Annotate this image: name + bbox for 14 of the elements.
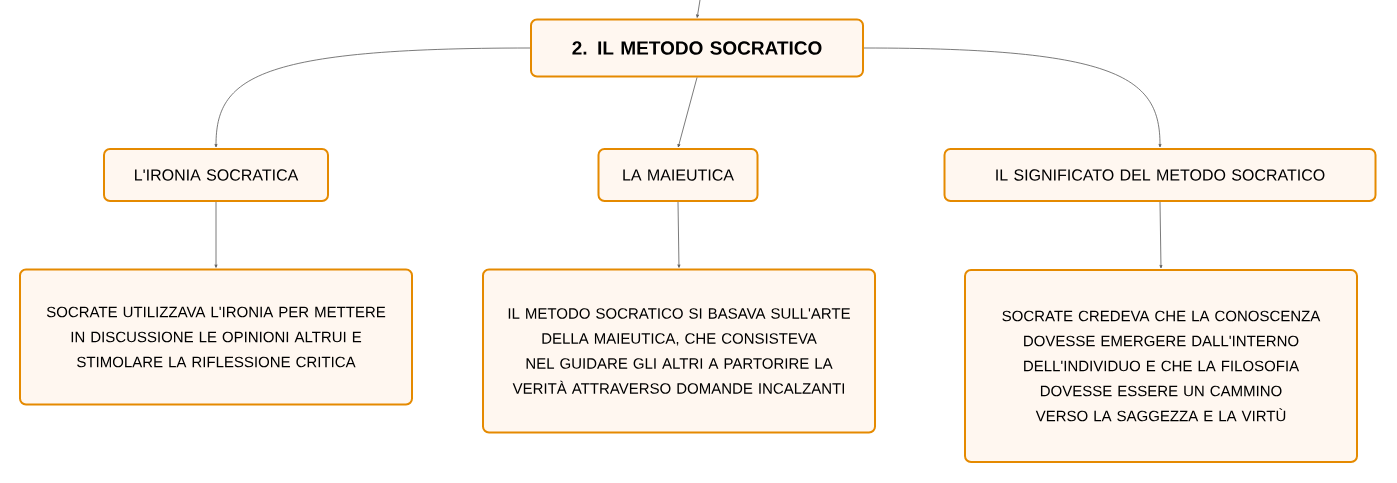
arrow xyxy=(863,47,1162,148)
arrow xyxy=(214,201,218,268)
arrow xyxy=(696,0,701,18)
arrow xyxy=(677,201,681,268)
arrow xyxy=(214,47,531,148)
description-box: SOCRATE CREDEVA CHE LA CONOSCENZA DOVESSE EMERGERE DALL'INTERNO DELL'INDIVIDUO E CHE LA FILOSOFIA DOVESSE ESSERE UN CAMMINO VERSO LA SAGGEZZA E LA VIRTÙ xyxy=(964,269,1358,463)
arrow xyxy=(677,77,698,148)
title-box: 2. IL METODO SOCRATICO xyxy=(530,18,864,78)
topic-box: IL SIGNIFICATO DEL METODO SOCRATICO xyxy=(943,148,1377,202)
description-box: IL METODO SOCRATICO SI BASAVA SULL'ARTE DELLA MAIEUTICA, CHE CONSISTEVA NEL GUIDARE GLI ALTRI A PARTORIRE LA VERITÀ ATTRAVERSO DOMANDE INCALZANTI xyxy=(482,268,876,434)
description-box: SOCRATE UTILIZZAVA L'IRONIA PER METTERE IN DISCUSSIONE LE OPINIONI ALTRUI E STIMOLARE LA RIFLESSIONE CRITICA xyxy=(19,268,413,406)
topic-box: LA MAIEUTICA xyxy=(597,148,759,202)
topic-box: L'IRONIA SOCRATICA xyxy=(103,148,329,202)
arrow xyxy=(1159,201,1163,269)
